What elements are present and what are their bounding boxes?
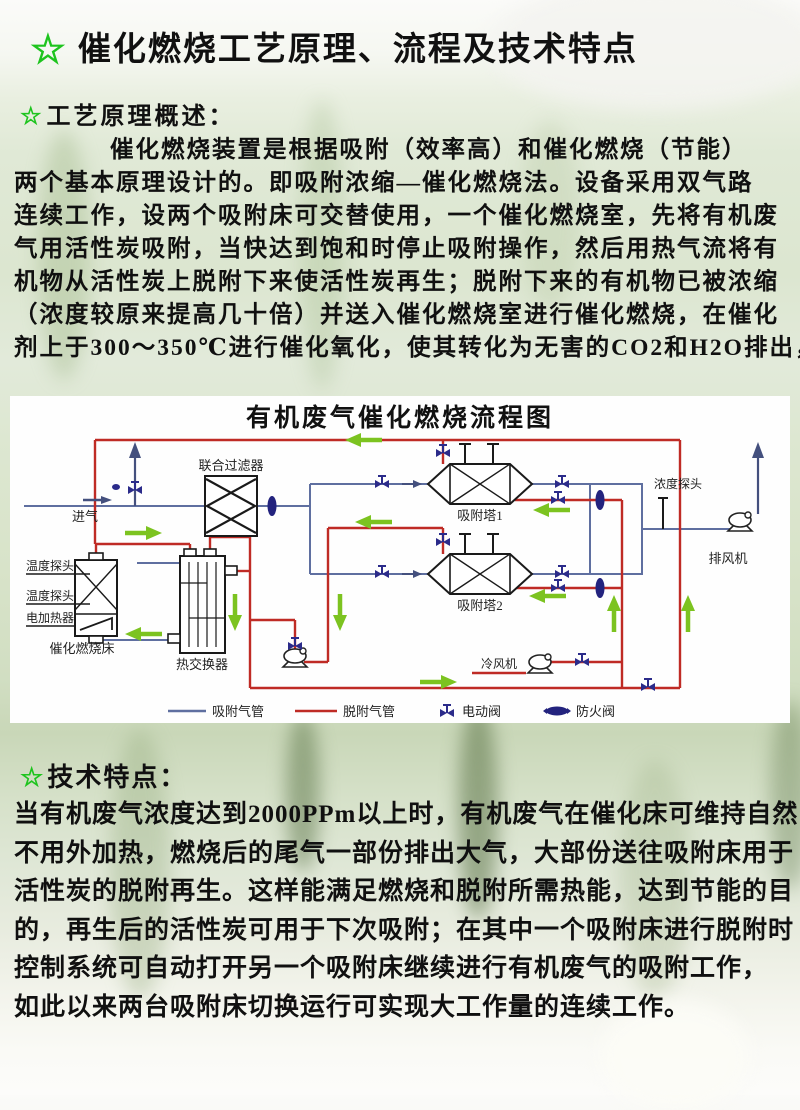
exhaust-fan-icon xyxy=(727,511,753,532)
concentration-probe-label: 浓度探头 xyxy=(654,476,702,491)
flow-diagram-panel: 有机废气催化燃烧流程图 xyxy=(10,396,790,723)
page-title-text: 催化燃烧工艺原理、流程及技术特点 xyxy=(77,32,638,68)
star-icon: ☆ xyxy=(20,104,45,130)
branch-arrows xyxy=(402,480,422,578)
filter-label: 联合过滤器 xyxy=(198,458,263,473)
paragraph-line: 如此以来两台吸附床切换运行可实现大工作量的连续工作。 xyxy=(14,993,691,1021)
background-blob xyxy=(520,120,580,310)
legend-fire-damper: 防火阀 xyxy=(576,704,615,719)
inlet: 进气 xyxy=(72,496,112,524)
combined-filter: 联合过滤器 xyxy=(198,458,264,537)
flow-diagram: 有机废气催化燃烧流程图 xyxy=(24,403,764,719)
paragraph-line: 两个基本原理设计的。即吸附浓缩—催化燃烧法。设备采用双气路 xyxy=(14,170,754,196)
section-heading-text: 技术特点： xyxy=(47,763,188,792)
background-blob xyxy=(770,700,800,890)
cooling-fan-label: 冷风机 xyxy=(481,657,517,671)
heater-label: 电加热器 xyxy=(26,611,74,625)
vent-line xyxy=(112,442,143,506)
catalytic-bed: 温度探头 温度探头 电加热器 催化燃烧床 xyxy=(26,552,118,656)
tower1-label: 吸附塔1 xyxy=(457,508,503,523)
diagram-legend: 吸附气管 脱附气管 电动阀 防火阀 xyxy=(168,704,615,719)
paragraph-line: 不用外加热，燃烧后的尾气一部份排出大气，大部份送往吸附床用于 xyxy=(14,839,795,867)
diagram-title: 有机废气催化燃烧流程图 xyxy=(246,403,554,432)
legend-desorption-pipe: 脱附气管 xyxy=(343,704,395,719)
paragraph-line: 活性炭的脱附再生。这样能满足燃烧和脱附所需热能，达到节能的目 xyxy=(14,878,795,905)
background-blob xyxy=(490,0,800,110)
background-blob xyxy=(620,760,690,1000)
adsorption-tower-2: 吸附塔2 xyxy=(426,533,534,613)
background-blob xyxy=(458,700,498,920)
principle-paragraph: 催化燃烧装置是根据吸附（效率高）和催化燃烧（节能） 两个基本原理设计的。即吸附浓… xyxy=(14,134,800,365)
legend-adsorption-pipe: 吸附气管 xyxy=(212,704,264,719)
exhaust-section: 浓度探头 排风机 xyxy=(654,442,764,566)
background-blob xyxy=(286,712,320,872)
temp-probe-label-2: 温度探头 xyxy=(26,588,74,603)
star-icon: ☆ xyxy=(20,763,46,792)
legend-damper-icon xyxy=(546,706,568,716)
page-title: ☆催化燃烧工艺原理、流程及技术特点 xyxy=(30,22,638,73)
heat-exchanger-label: 热交换器 xyxy=(176,657,228,672)
exhaust-fan-label: 排风机 xyxy=(708,551,747,566)
cooling-fan: 冷风机 xyxy=(481,653,553,674)
paragraph-line: 机物从活性炭上脱附下来使活性炭再生；脱附下来的有机物已被浓缩 xyxy=(14,269,779,295)
paragraph-line: 催化燃烧装置是根据吸附（效率高）和催化燃烧（节能） xyxy=(110,137,748,163)
adsorption-pipes xyxy=(24,483,730,641)
paragraph-line: 连续工作，设两个吸附床可交替使用，一个催化燃烧室，先将有机废 xyxy=(14,203,779,229)
background-blob xyxy=(110,730,170,1000)
heat-exchanger: 热交换器 xyxy=(167,548,238,672)
cooling-fan-icon xyxy=(527,653,553,674)
features-paragraph: 当有机废气浓度达到2000PPm以上时，有机废气在催化床可维持自然， 不用外加热… xyxy=(14,796,800,1027)
legend-valve-icon xyxy=(439,704,455,718)
background-blob xyxy=(600,1000,750,1110)
legend-electric-valve: 电动阀 xyxy=(462,704,501,719)
circulation-fan-icon xyxy=(282,647,308,668)
paragraph-line: （浓度较原来提高几十倍）并送入催化燃烧室进行催化燃烧，在催化 xyxy=(14,302,779,328)
fire-dampers xyxy=(267,490,605,598)
temp-probe-label-1: 温度探头 xyxy=(26,558,74,573)
star-icon: ☆ xyxy=(30,27,68,72)
catalytic-bed-label: 催化燃烧床 xyxy=(49,641,114,656)
inlet-label: 进气 xyxy=(72,509,98,524)
paragraph-line: 的，再生后的活性炭可用于下次吸附；在其中一个吸附床进行脱附时 xyxy=(14,916,795,944)
section-heading-text: 工艺原理概述： xyxy=(46,104,236,130)
paragraph-line: 当有机废气浓度达到2000PPm以上时，有机废气在催化床可维持自然， xyxy=(14,801,800,828)
tower2-label: 吸附塔2 xyxy=(457,598,503,613)
paragraph-line: 控制系统可自动打开另一个吸附床继续进行有机废气的吸附工作， xyxy=(14,955,769,982)
adsorption-tower-1: 吸附塔1 xyxy=(426,443,534,523)
paragraph-line: 剂上于300～350℃进行催化氧化，使其转化为无害的CO2和H2O排出， xyxy=(14,335,800,361)
paragraph-line: 气用活性炭吸附，当快达到饱和时停止吸附操作，然后用热气流将有 xyxy=(14,236,779,262)
background-blob xyxy=(300,100,344,390)
section-heading-features: ☆技术特点： xyxy=(20,757,187,794)
background-blob xyxy=(38,130,90,380)
section-heading-principle: ☆工艺原理概述： xyxy=(20,96,236,131)
